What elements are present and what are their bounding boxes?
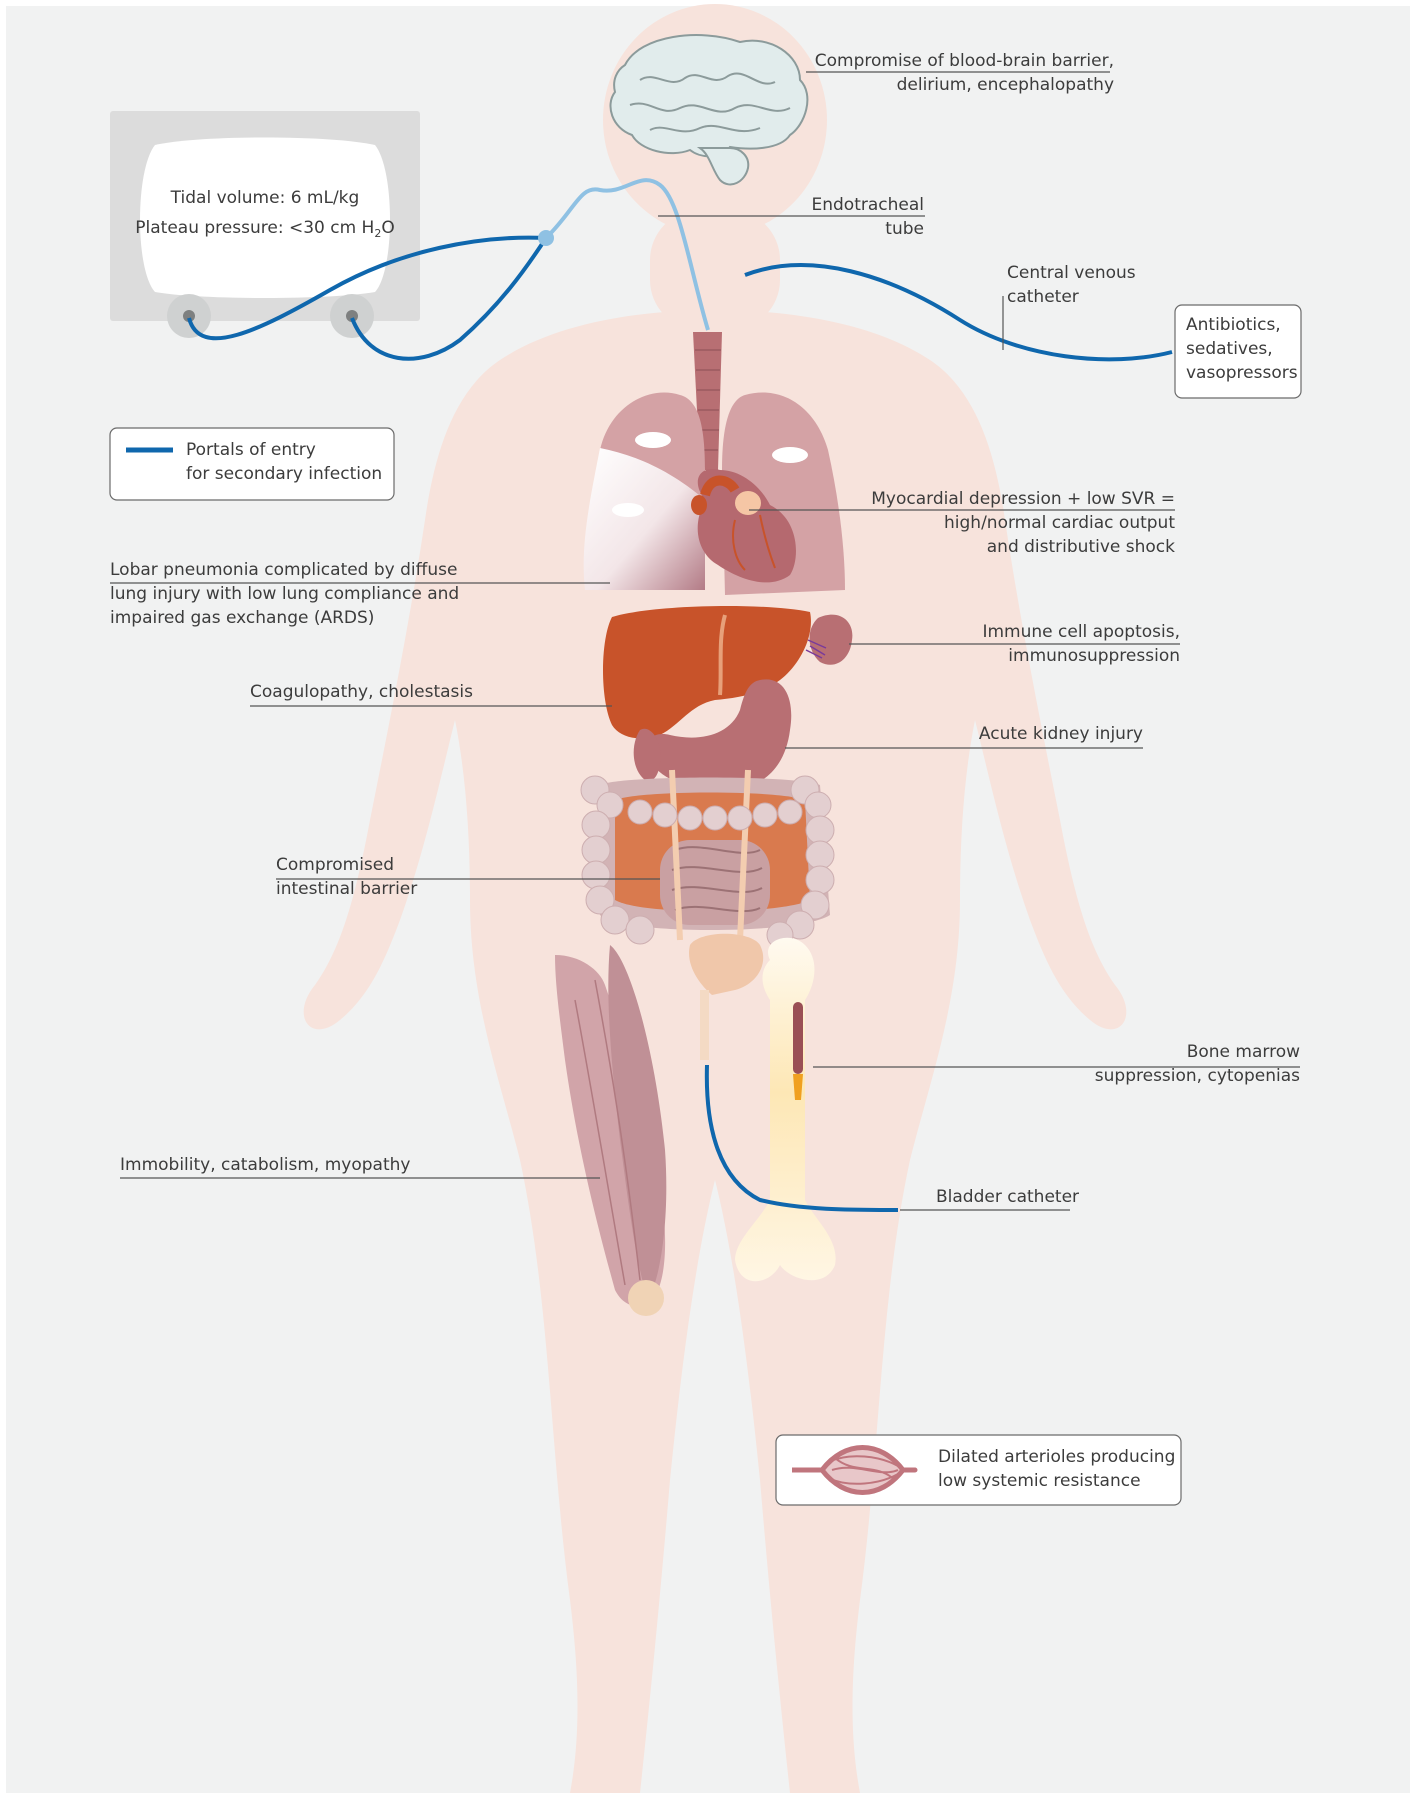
label-brain: Compromise of blood-brain barrier, delir… [815,49,1114,97]
drugs-box-text: Antibiotics, sedatives, vasopressors [1186,313,1298,385]
intestines [581,770,834,948]
label-bladder-catheter: Bladder catheter [936,1185,1079,1209]
label-spleen: Immune cell apoptosis, immunosuppression [982,620,1180,668]
portals-legend-text: Portals of entry for secondary infection [186,438,382,486]
label-muscle: Immobility, catabolism, myopathy [120,1153,410,1177]
label-endotracheal-tube: Endotracheal tube [811,193,924,241]
label-central-venous-catheter: Central venous catheter [1007,261,1136,309]
tidal-volume-label: Tidal volume: 6 mL/kg [135,186,395,210]
label-bone-marrow: Bone marrow suppression, cytopenias [1095,1040,1300,1088]
tube-connector [538,230,554,246]
label-liver: Coagulopathy, cholestasis [250,680,473,704]
ventilator-readout: Tidal volume: 6 mL/kg Plateau pressure: … [135,186,395,246]
urethra [700,990,709,1060]
label-lung: Lobar pneumonia complicated by diffuse l… [110,558,459,630]
plateau-pressure-label: Plateau pressure: <30 cm H2O [135,216,395,246]
label-heart: Myocardial depression + low SVR = high/n… [871,487,1175,559]
label-kidney: Acute kidney injury [979,722,1143,746]
label-intestine: Compromised intestinal barrier [276,853,417,901]
arterioles-legend-text: Dilated arterioles producing low systemi… [938,1445,1175,1493]
